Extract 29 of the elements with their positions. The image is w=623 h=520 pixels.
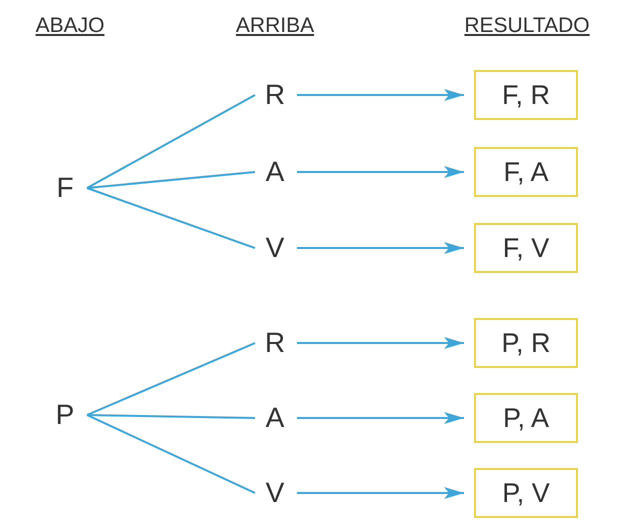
- arrow: [297, 242, 464, 254]
- arrow: [297, 166, 464, 178]
- result-box: P, R: [474, 318, 578, 368]
- result-box: F, R: [474, 70, 578, 120]
- result-box: F, V: [474, 223, 578, 273]
- arrow: [297, 412, 464, 424]
- branch-line: [86, 414, 256, 419]
- tree-letter: A: [263, 400, 287, 436]
- branch-line: [86, 414, 256, 494]
- column-heading: ABAJO: [36, 14, 104, 38]
- arrow: [297, 487, 464, 499]
- arrow: [297, 89, 464, 101]
- result-box: P, V: [474, 468, 578, 518]
- tree-letter: A: [263, 154, 287, 190]
- branch-line: [86, 94, 256, 189]
- column-heading: RESULTADO: [464, 14, 590, 38]
- branch-line: [86, 187, 256, 249]
- tree-letter: P: [53, 397, 77, 433]
- tree-letter: R: [263, 77, 287, 113]
- tree-letter: F: [53, 170, 77, 206]
- tree-letter: V: [263, 230, 287, 266]
- tree-letter: R: [263, 325, 287, 361]
- tree-letter: V: [263, 475, 287, 511]
- result-box: P, A: [474, 393, 578, 443]
- arrow: [297, 337, 464, 349]
- branch-line: [86, 171, 256, 189]
- column-heading: ARRIBA: [236, 14, 314, 38]
- result-box: F, A: [474, 147, 578, 197]
- branch-line: [86, 342, 256, 416]
